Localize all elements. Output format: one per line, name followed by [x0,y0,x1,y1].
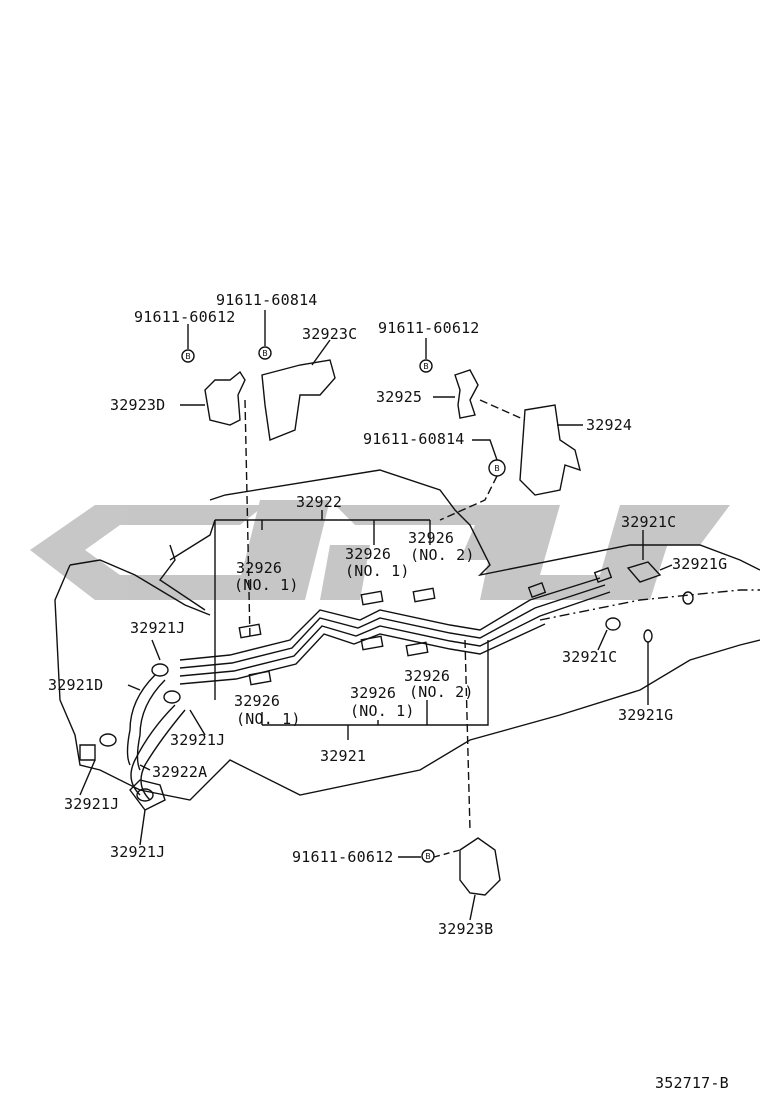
label-32926-bot-left: 32926 [234,692,281,710]
bolt-marker: B [423,362,429,371]
label-91611-60612-topmid: 91611-60612 [378,319,480,337]
label-91611-60814-top: 91611-60814 [216,291,318,309]
label-32926-top-right-no: (NO. 2) [410,546,475,564]
watermark-logo [30,500,730,600]
label-32926-top-right: 32926 [408,529,455,547]
bolt-marker: B [262,349,268,358]
label-32926-bot-right-no: (NO. 2) [409,683,474,701]
label-32921J-3: 32921J [64,795,120,813]
label-32926-top-left-no: (NO. 1) [234,576,299,594]
label-32921G-bot: 32921G [618,706,674,724]
label-32921J-2: 32921J [170,731,226,749]
label-32926-bot-right: 32926 [404,667,451,685]
diagram-reference-number: 352717-B [655,1074,729,1092]
label-32924: 32924 [586,416,633,434]
label-32925: 32925 [376,388,423,406]
bolt-marker: B [494,464,500,473]
transmission-outline-lower [69,559,211,616]
label-32922: 32922 [296,493,343,511]
label-32926-top-left: 32926 [236,559,283,577]
label-32926-top-mid-no: (NO. 1) [345,562,410,580]
label-32921G-top: 32921G [672,555,728,573]
label-32921J-4: 32921J [110,843,166,861]
label-91611-60612-topleft: 91611-60612 [134,308,236,326]
label-32926-top-mid: 32926 [345,545,392,563]
label-32923B: 32923B [438,920,494,938]
label-32926-bot-left-no: (NO. 1) [236,710,301,728]
bolt-marker: B [425,852,431,861]
label-32921C-mid: 32921C [562,648,618,666]
label-32921C-top: 32921C [621,513,677,531]
label-91611-60814-mid: 91611-60814 [363,430,465,448]
transmission-outline [209,469,760,577]
label-91611-60612-bottom: 91611-60612 [292,848,394,866]
label-32926-bot-mid-no: (NO. 1) [350,702,415,720]
label-32923D: 32923D [110,396,166,414]
label-32921D: 32921D [48,676,104,694]
label-32921J-1: 32921J [130,619,186,637]
bolt-marker: B [185,352,191,361]
label-32923C: 32923C [302,325,358,343]
label-32922A: 32922A [152,763,208,781]
label-32921: 32921 [320,747,367,765]
label-32926-bot-mid: 32926 [350,684,397,702]
